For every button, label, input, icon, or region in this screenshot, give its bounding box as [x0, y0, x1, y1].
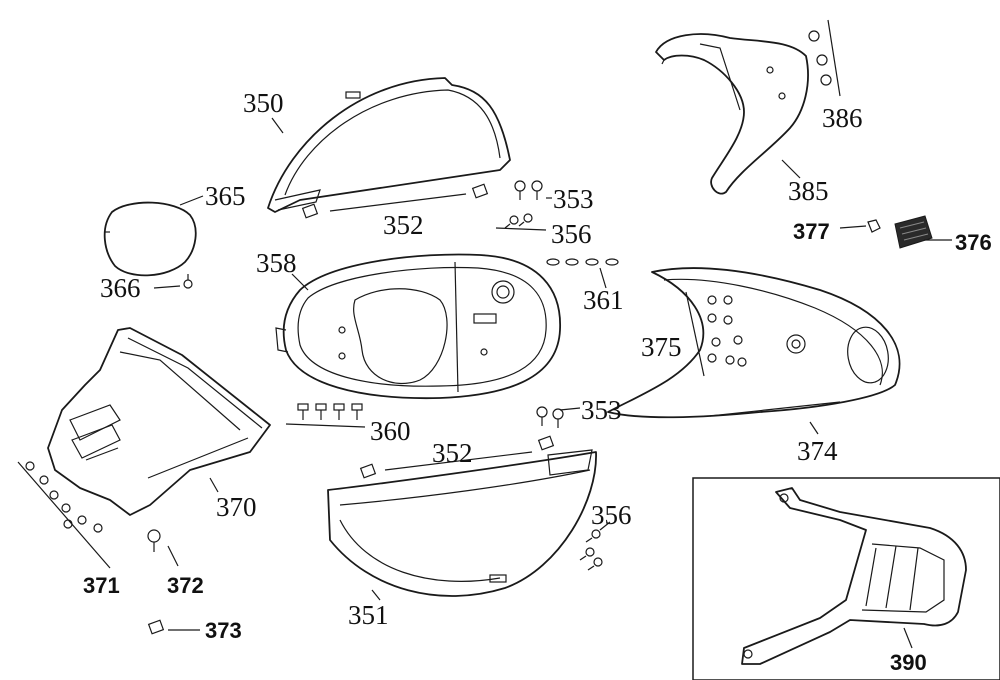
callout-356-upper: 356 — [551, 219, 592, 249]
callout-370: 370 — [216, 492, 257, 522]
callout-390: 390 — [890, 650, 927, 675]
part-366-screw — [183, 274, 193, 289]
part-376-reflector — [894, 215, 933, 249]
callout-375: 375 — [641, 332, 682, 362]
callout-374: 374 — [797, 436, 838, 466]
callout-353-upper: 353 — [553, 184, 594, 214]
part-361-nuts — [546, 258, 619, 266]
part-350-side-cover-upper — [267, 77, 511, 213]
callout-365: 365 — [205, 181, 246, 211]
part-385-tail-piece — [655, 33, 809, 195]
callout-356-lower: 356 — [591, 500, 632, 530]
callout-371: 371 — [83, 573, 120, 598]
callout-352-upper: 352 — [383, 210, 424, 240]
part-377-nut — [867, 219, 881, 233]
part-351-side-cover-lower — [327, 449, 597, 597]
part-390-rear-carrier — [692, 477, 1000, 680]
callout-386: 386 — [822, 103, 863, 133]
callout-353-lower: 353 — [581, 395, 622, 425]
part-358-luggage-box — [275, 253, 561, 400]
part-374-body-cover — [607, 267, 901, 419]
callout-360: 360 — [370, 416, 411, 446]
part-386-screws — [808, 30, 832, 86]
part-373-clip — [147, 619, 165, 635]
part-360-screws — [297, 403, 363, 420]
callout-352-lower: 352 — [432, 438, 473, 468]
callout-351: 351 — [348, 600, 389, 630]
part-365-cover-plate — [103, 201, 197, 277]
callout-366: 366 — [100, 273, 141, 303]
part-375-screws — [707, 295, 747, 367]
callout-372: 372 — [167, 573, 204, 598]
callout-376: 376 — [955, 230, 992, 255]
part-372-screw — [147, 529, 161, 552]
callout-361: 361 — [583, 285, 624, 315]
part-356-screws — [504, 213, 603, 571]
callout-377: 377 — [793, 219, 830, 244]
callout-373: 373 — [205, 618, 242, 643]
callout-385: 385 — [788, 176, 829, 206]
part-370-floor-panel — [47, 327, 271, 516]
callout-350: 350 — [243, 88, 284, 118]
callout-358: 358 — [256, 248, 297, 278]
part-353-screws — [514, 180, 564, 428]
part-352-clips — [301, 183, 555, 479]
